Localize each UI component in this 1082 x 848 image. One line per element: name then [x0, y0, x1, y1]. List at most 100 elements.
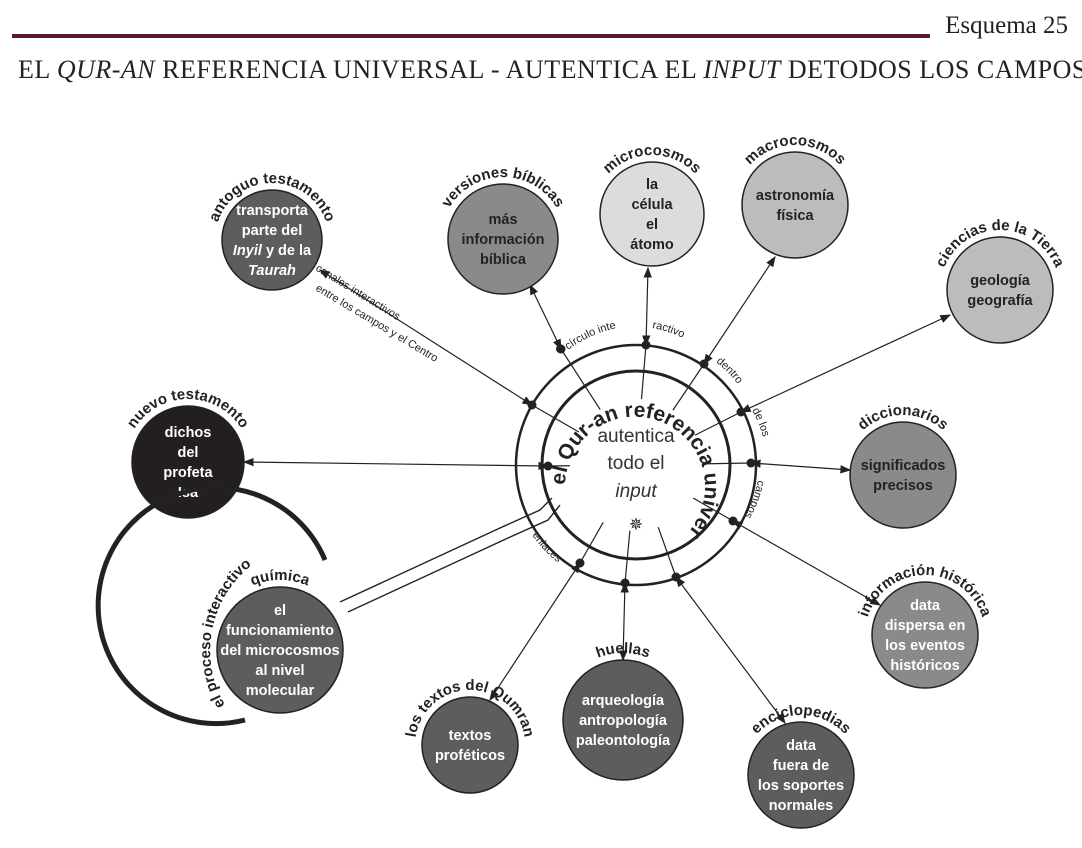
node-text-huellas-1: antropología [579, 713, 668, 729]
node-quimica: el funcionamiento del microcosmos al nivel m… [216, 567, 344, 714]
node-circle-huellas [562, 659, 684, 781]
star-icon: ✵ [629, 515, 643, 534]
node-text-enciclopedias-1: fuera de [773, 758, 829, 774]
node-text-quimica-0: el [274, 603, 286, 619]
link-versiones [529, 283, 562, 351]
node-text-microcosmos-3: átomo [630, 237, 674, 253]
inner-link-enciclopedias [657, 526, 677, 578]
ring-label-5: campos [742, 479, 767, 520]
header-rule [12, 34, 930, 38]
node-text-nuevo-0: dichos [165, 425, 212, 441]
link-diccionarios [749, 459, 852, 474]
ring-dot-4 [747, 459, 755, 467]
process-arc [95, 485, 328, 727]
junction-dot-nuevo [543, 461, 553, 471]
node-text-informacion-3: históricos [890, 658, 959, 674]
node-text-microcosmos-2: el [646, 217, 658, 233]
link-antiguo [318, 269, 534, 406]
ring-label-6: enlaces [530, 530, 565, 565]
ring-dot-6 [672, 573, 680, 581]
node-circle-nuevo [131, 405, 245, 519]
node-text-macrocosmos-0: astronomía [756, 188, 835, 204]
node-text-ciencias-1: geografía [967, 293, 1033, 309]
node-circle-enciclopedias [747, 721, 855, 829]
ring-dot-1 [642, 341, 650, 349]
link-enciclopedias [675, 576, 786, 724]
central-rings [514, 343, 758, 587]
node-text-nuevo-1: del [178, 445, 199, 461]
node-circle-ciencias [946, 236, 1054, 344]
node-text-macrocosmos-1: física [776, 208, 814, 224]
quimica-channel-b [347, 504, 561, 613]
inner-link-huellas [624, 530, 631, 584]
link-qumran [489, 561, 581, 702]
link-nuevo [242, 457, 550, 471]
node-text-quimica-3: al nivel [255, 663, 304, 679]
inner-link-versiones [560, 348, 601, 410]
node-text-diccionarios-1: precisos [873, 478, 933, 494]
ring-dot-7 [621, 579, 629, 587]
node-text-antiguo-2: Inyil y de la [233, 243, 312, 259]
node-text-ciencias-0: geología [970, 273, 1031, 289]
node-text-informacion-0: data [910, 598, 941, 614]
ring-label-2: ractivo [651, 319, 686, 340]
node-text-versiones-1: información [462, 232, 545, 248]
channel-label-2: entre los campos y el Centro [313, 282, 439, 364]
node-circle-diccionarios [849, 421, 957, 529]
inner-link-diccionarios [701, 462, 752, 465]
quimica-channel-a [339, 497, 553, 603]
junction-dots [527, 340, 756, 588]
link-macrocosmos [703, 256, 776, 365]
ring-label-3: dentro [714, 355, 745, 386]
link-huellas [619, 581, 629, 662]
node-text-quimica-2: del microcosmos [220, 643, 339, 659]
node-circle-macrocosmos [741, 151, 849, 259]
node-text-versiones-2: bíblica [480, 252, 527, 268]
link-ciencias [739, 314, 952, 413]
node-text-microcosmos-1: célula [631, 197, 673, 213]
node-huellas: arqueologíaantropologíapaleontologíahuel… [562, 640, 684, 781]
link-informacion [731, 520, 882, 606]
inner-link-ciencias [694, 411, 742, 436]
node-text-enciclopedias-2: los soportes [758, 778, 844, 794]
node-text-antiguo-3: Taurah [248, 263, 296, 279]
link-lines [242, 256, 952, 724]
node-text-quimica-4: molecular [246, 683, 315, 699]
ring-dot-9 [528, 401, 536, 409]
node-text-informacion-2: los eventos [885, 638, 965, 654]
ring-dot-2 [700, 360, 708, 368]
ring-dot-0 [556, 345, 564, 353]
inner-disc [573, 402, 699, 528]
inner-link-informacion [692, 497, 734, 522]
node-text-qumran-1: proféticos [435, 748, 505, 764]
inner-link-qumran [579, 522, 604, 564]
node-text-versiones-0: más [488, 212, 517, 228]
node-circle-versiones [447, 183, 559, 295]
node-circle-quimica [216, 586, 344, 714]
node-text-microcosmos-0: la [646, 177, 659, 193]
node-text-huellas-0: arqueología [582, 693, 665, 709]
middle-ring [540, 369, 732, 561]
node-title-quimica: química [248, 567, 313, 590]
node-text-qumran-0: textos [449, 728, 492, 744]
node-text-quimica-1: funcionamiento [226, 623, 334, 639]
node-text-huellas-2: paleontología [576, 733, 671, 749]
node-text-antiguo-0: transporta [236, 203, 309, 219]
node-circle-qumran [421, 696, 519, 794]
node-text-nuevo-2: profeta [163, 465, 213, 481]
node-circle-microcosmos [599, 161, 705, 267]
node-circle-informacion [871, 581, 979, 689]
center-line-1: autentica [597, 426, 675, 447]
ring-dot-3 [737, 408, 745, 416]
